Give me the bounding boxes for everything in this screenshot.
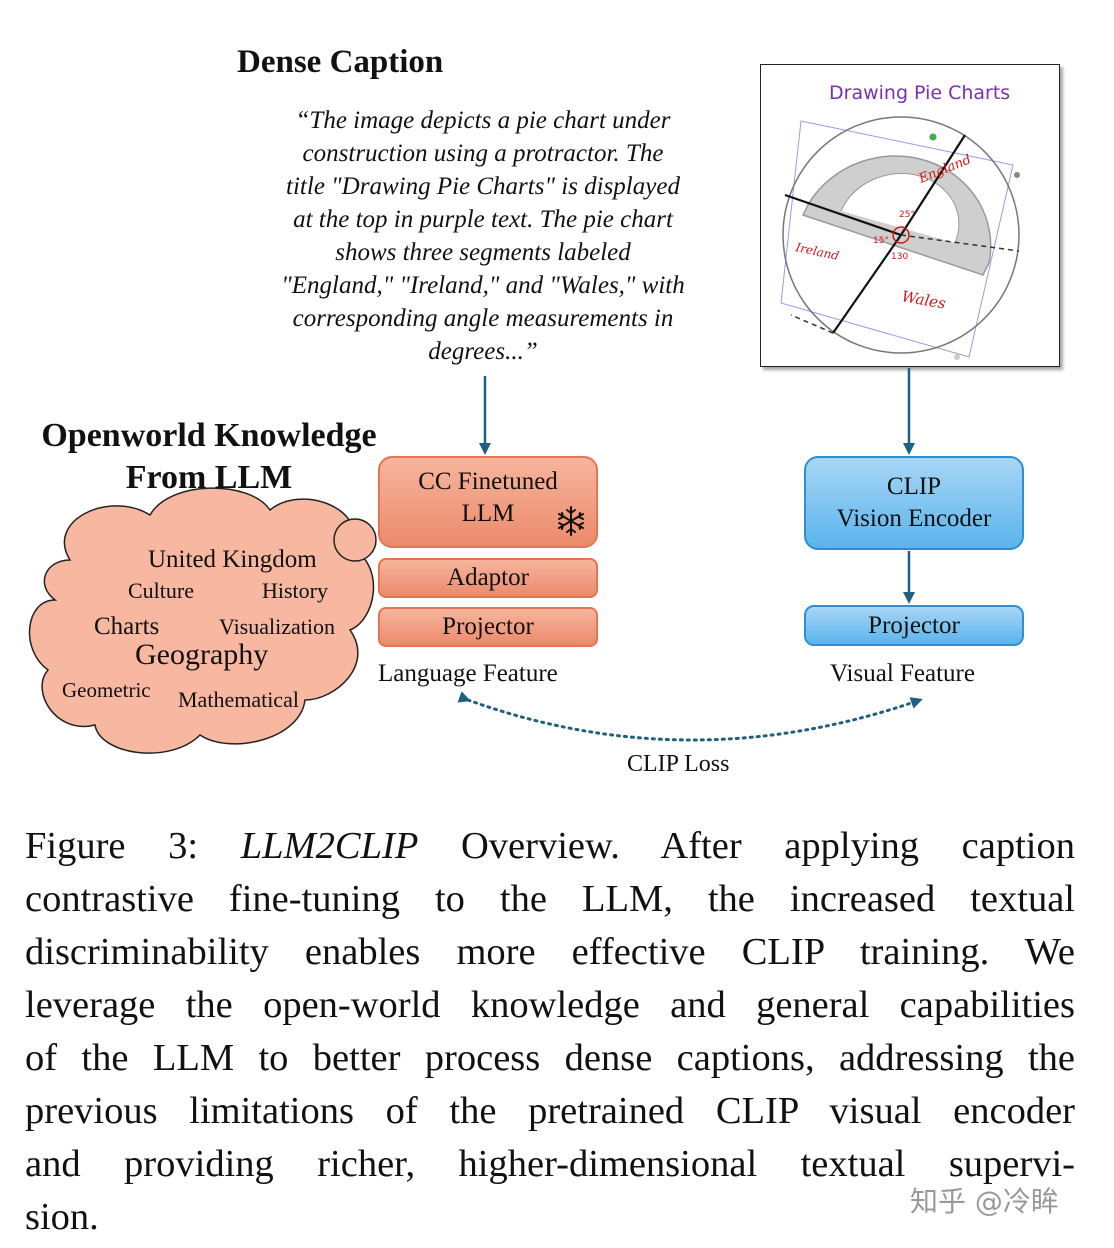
cloud-bubble [333, 518, 377, 562]
cc-llm-label: CC Finetuned LLM [418, 466, 558, 530]
clip-loss-label: CLIP Loss [627, 751, 730, 777]
cloud-word-history: History [262, 578, 328, 603]
rotate-handle [929, 133, 937, 141]
input-image-panel: Drawing Pie Charts England Ireland Wales… [760, 64, 1060, 367]
clip-encoder-line: Vision Encoder [836, 505, 992, 532]
cloud-word-visualization: Visualization [219, 614, 335, 639]
cloud-word-geography: Geography [135, 638, 269, 671]
snowflake-icon [558, 506, 584, 536]
pie-radius-line [784, 193, 902, 237]
watermark: 知乎 @冷眸 [910, 1185, 1059, 1218]
angle-label: 25° [899, 210, 915, 220]
corner-handle [1014, 172, 1020, 178]
angle-label: 130 [891, 252, 908, 262]
openworld-title-line: Openworld Knowledge [41, 417, 377, 454]
cloud-word-geometric: Geometric [62, 678, 151, 702]
language-feature-label: Language Feature [378, 660, 558, 687]
caption-line: "England," "Ireland," and "Wales," with [281, 272, 685, 299]
dense-caption-text: “The image depicts a pie chart under con… [258, 104, 708, 368]
figure-caption-line: previous limitations of the pretrained C… [25, 1090, 1075, 1132]
adaptor-box: Adaptor [378, 558, 598, 598]
clip-encoder-label: CLIP Vision Encoder [837, 471, 992, 535]
pie-dashed-line [900, 234, 1020, 252]
clip-encoder-line: CLIP [886, 473, 942, 500]
clip-vision-encoder-box: CLIP Vision Encoder [804, 456, 1024, 550]
figure-caption-line: Figure 3: LLM2CLIP Overview. After apply… [25, 820, 1075, 873]
visual-feature-label: Visual Feature [830, 660, 975, 687]
caption-line: degrees...” [428, 338, 538, 365]
selection-frame [780, 120, 1014, 358]
cc-finetuned-llm-box: CC Finetuned LLM [378, 456, 598, 548]
knowledge-cloud [28, 487, 422, 754]
cloud-word-uk: United Kingdom [148, 546, 317, 573]
pie-radius-line [832, 234, 902, 334]
openworld-title-line: From LLM [125, 459, 293, 496]
caption-line: at the top in purple text. The pie chart [293, 206, 673, 233]
method-name: LLM2CLIP [240, 825, 419, 867]
caption-line: shows three segments labeled [335, 239, 631, 266]
caption-text-run: Overview. After applying caption [418, 825, 1075, 867]
corner-handle [954, 354, 960, 360]
language-projector-box: Projector [378, 607, 598, 647]
pie-chart-title: Drawing Pie Charts [829, 82, 1010, 104]
clip-loss-arrow [457, 691, 923, 742]
figure-caption-line: of the LLM to better process dense capti… [25, 1037, 1075, 1079]
figure-caption-line: and providing richer, higher-dimensional… [25, 1143, 1075, 1185]
cc-llm-line: LLM [461, 500, 515, 527]
cloud-word-culture: Culture [128, 578, 194, 603]
cloud-word-mathematical: Mathematical [178, 687, 299, 712]
caption-line: title "Drawing Pie Charts" is displayed [286, 173, 680, 200]
cc-llm-line: CC Finetuned [418, 468, 558, 495]
openworld-title: Openworld Knowledge From LLM [20, 415, 398, 499]
center-mark [892, 226, 910, 244]
angle-label: 15° [873, 236, 889, 246]
pie-radius-line [900, 134, 966, 236]
caption-line: construction using a protractor. The [302, 140, 664, 167]
connector-layer [28, 368, 923, 754]
figure-caption-line: contrastive fine-tuning to the LLM, the … [25, 878, 1075, 920]
caption-line: “The image depicts a pie chart under [295, 107, 671, 134]
figure-caption-line: discriminability enables more effective … [25, 931, 1075, 973]
figure-caption: Figure 3: LLM2CLIP Overview. After apply… [25, 820, 1075, 1244]
cloud-word-charts: Charts [94, 613, 160, 640]
pie-circle [782, 116, 1020, 354]
dense-caption-title: Dense Caption [237, 44, 444, 80]
figure-number: Figure 3: [25, 825, 241, 867]
visual-projector-box: Projector [804, 605, 1024, 646]
pie-chart-drawing: Drawing Pie Charts England Ireland Wales… [780, 82, 1020, 360]
figure-caption-line: leverage the open-world knowledge and ge… [25, 984, 1075, 1026]
figure-caption-line: sion. [25, 1196, 99, 1238]
pie-dashed-line [790, 314, 834, 334]
caption-line: corresponding angle measurements in [292, 305, 674, 332]
